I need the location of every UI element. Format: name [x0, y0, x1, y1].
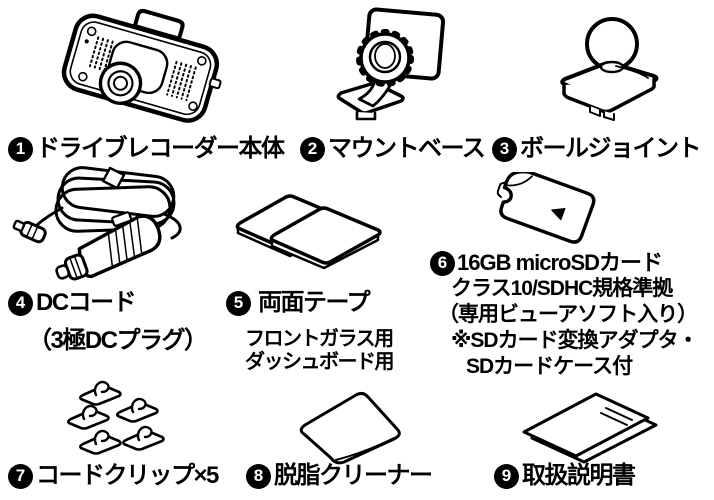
- item-7-label: 7 コードクリップ×5: [8, 462, 219, 490]
- item-2-label-text: マウントベース: [328, 135, 486, 162]
- item-8-label: 8 脱脂クリーナー: [246, 462, 433, 490]
- item-9-number-badge: 9: [494, 463, 519, 489]
- dc-cord-illustration: [12, 166, 182, 281]
- micro-sd-card-illustration: [496, 172, 596, 244]
- item-6-line-viewer-software: （専用ビューアソフト入り）: [438, 303, 698, 326]
- item-6-label-block: 6 16GB microSDカード クラス10/SDHC規格準拠 （専用ビューア…: [430, 250, 699, 380]
- item-2-label: 2 マウントベース: [300, 135, 486, 163]
- item-6-label: 6 16GB microSDカード: [430, 250, 698, 276]
- item-7-label-text: コードクリップ×5: [36, 462, 219, 489]
- item-5-label-text: 両面テープ: [258, 289, 371, 316]
- item-5-sublabel-windshield: フロントガラス用: [245, 328, 394, 350]
- item-1-label: 1 ドライブレコーダー本体: [8, 135, 285, 163]
- double-sided-tape-illustration: [235, 194, 382, 270]
- drive-recorder-illustration: [61, 8, 222, 123]
- item-6-line-sd-case: SDカードケース付: [466, 355, 633, 378]
- instruction-manual-illustration: [522, 392, 658, 464]
- item-3-number-badge: 3: [492, 136, 517, 162]
- item-4-number-badge: 4: [8, 290, 33, 316]
- item-1-number-badge: 1: [8, 136, 33, 162]
- item-3-label-text: ボールジョイント: [520, 135, 702, 162]
- item-4-sublabel: （3極DCプラグ）: [28, 327, 208, 354]
- ball-joint-illustration: [560, 17, 659, 121]
- item-5-label: 5 両面テープ: [226, 289, 371, 317]
- item-1-label-text: ドライブレコーダー本体: [36, 135, 285, 162]
- mount-base-illustration: [336, 7, 446, 121]
- item-9-label: 9 取扱説明書: [494, 462, 636, 490]
- item-8-number-badge: 8: [246, 463, 271, 489]
- item-2-number-badge: 2: [300, 136, 325, 162]
- item-5-sublabel-dashboard: ダッシュボード用: [245, 351, 395, 373]
- item-8-label-text: 脱脂クリーナー: [274, 462, 433, 489]
- item-9-label-text: 取扱説明書: [522, 462, 636, 489]
- item-4-label: 4 DCコード: [8, 289, 137, 317]
- item-6-line-class10: クラス10/SDHC規格準拠: [451, 277, 673, 300]
- item-6-number-badge: 6: [430, 250, 455, 276]
- item-7-number-badge: 7: [8, 463, 33, 489]
- item-6-label-text: 16GB microSDカード: [457, 250, 663, 275]
- degreasing-cleaner-illustration: [299, 391, 401, 465]
- item-6-line-sd-adapter: ※SDカード変換アダプタ・: [451, 329, 699, 352]
- item-4-label-text: DCコード: [36, 289, 137, 316]
- item-5-number-badge: 5: [226, 290, 251, 316]
- cord-clips-illustration: [67, 380, 165, 455]
- item-3-label: 3 ボールジョイント: [492, 135, 702, 163]
